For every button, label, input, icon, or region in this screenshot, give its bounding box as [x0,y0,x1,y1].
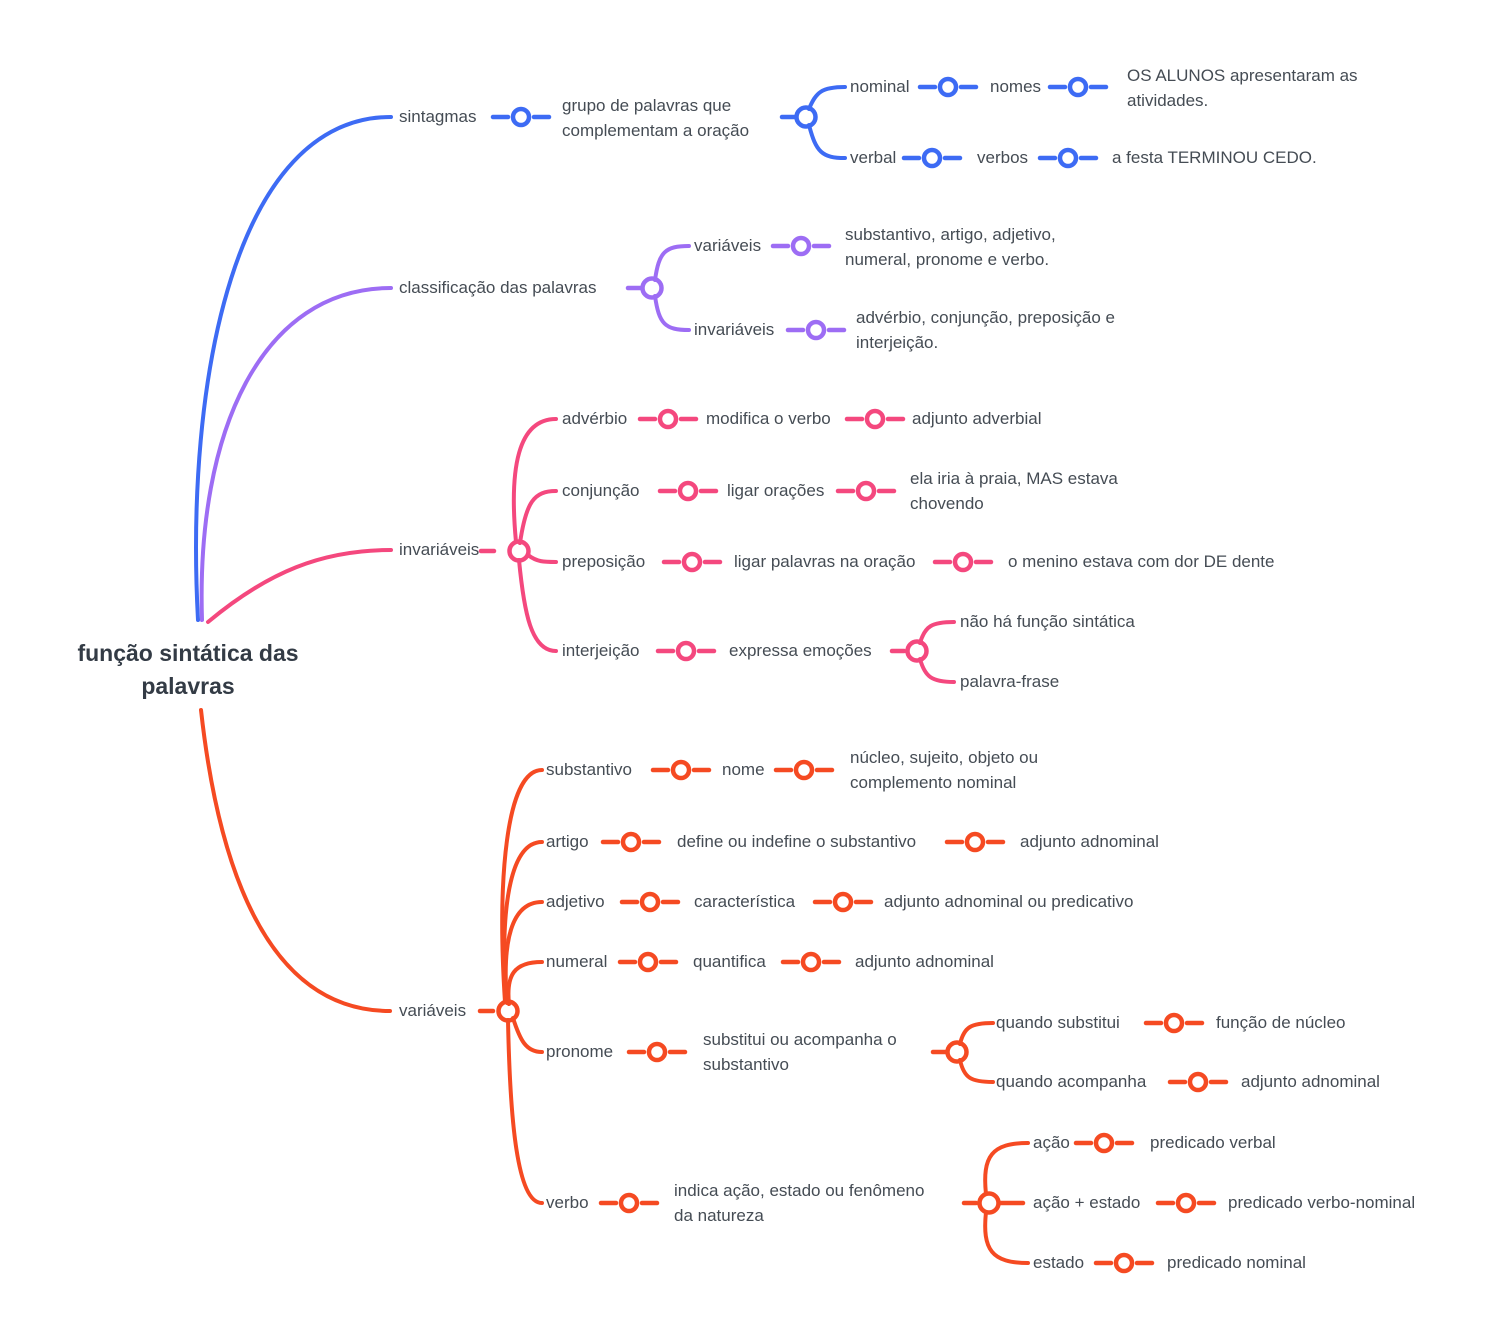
node-verbo[interactable]: verbo [546,1193,589,1212]
node-preposicao[interactable]: preposição [562,552,646,571]
node-conjuncao[interactable]: conjunção [562,481,640,500]
numeral-function[interactable]: quantifica [693,952,766,971]
node-sintagmas[interactable]: sintagmas [399,107,477,126]
node-quando-acompanha[interactable]: quando acompanha [996,1072,1147,1091]
artigo-role[interactable]: adjunto adnominal [1020,832,1159,851]
interjeicao-note-1[interactable]: não há função sintática [960,612,1135,631]
node-interjeicao[interactable]: interjeição [562,641,640,660]
node-adverbio[interactable]: advérbio [562,409,628,428]
node-acao-estado[interactable]: ação + estado [1033,1193,1141,1212]
node-estado[interactable]: estado [1033,1253,1085,1272]
node-classificacao-variaveis[interactable]: variáveis [694,236,762,255]
node-nominal[interactable]: nominal [850,77,910,96]
estado-role[interactable]: predicado nominal [1167,1253,1306,1272]
nominal-example[interactable]: OS ALUNOS apresentaram as atividades. [1127,66,1358,110]
node-quando-substitui[interactable]: quando substitui [996,1013,1120,1032]
classificacao-invariaveis-list[interactable]: advérbio, conjunção, preposição e interj… [856,308,1115,352]
sintagmas-definition[interactable]: grupo de palavras que complementam a ora… [562,96,750,140]
node-variaveis[interactable]: variáveis [399,1001,467,1020]
preposicao-function[interactable]: ligar palavras na oração [734,552,916,571]
verbal-meaning[interactable]: verbos [977,148,1029,167]
variaveis-wires [199,708,1229,1274]
conjuncao-example[interactable]: ela iria à praia, MAS estava chovendo [910,469,1118,513]
verbo-function[interactable]: indica ação, estado ou fenômeno da natur… [674,1181,925,1225]
adverbio-function[interactable]: modifica o verbo [706,409,831,428]
artigo-function[interactable]: define ou indefine o substantivo [677,832,917,851]
node-adjetivo[interactable]: adjetivo [546,892,605,911]
substantivo-role[interactable]: núcleo, sujeito, objeto ou complemento n… [850,748,1039,792]
node-numeral[interactable]: numeral [546,952,608,971]
classificacao-wires [199,235,847,622]
preposicao-example[interactable]: o menino estava com dor DE dente [1008,552,1275,571]
quando-substitui-role[interactable]: função de núcleo [1216,1013,1346,1032]
root-node[interactable]: função sintática das palavras [77,640,299,699]
sintagmas-wires [194,76,1109,622]
classificacao-variaveis-list[interactable]: substantivo, artigo, adjetivo, numeral, … [845,225,1056,269]
interjeicao-note-2[interactable]: palavra-frase [960,672,1060,691]
adjetivo-role[interactable]: adjunto adnominal ou predicativo [884,892,1134,911]
adverbio-role[interactable]: adjunto adverbial [912,409,1042,428]
node-substantivo[interactable]: substantivo [546,760,632,779]
node-verbal[interactable]: verbal [850,148,897,167]
conjuncao-function[interactable]: ligar orações [727,481,825,500]
interjeicao-function[interactable]: expressa emoções [729,641,872,660]
node-classificacao-invariaveis[interactable]: invariáveis [694,320,775,339]
numeral-role[interactable]: adjunto adnominal [855,952,994,971]
adjetivo-function[interactable]: característica [694,892,796,911]
nominal-meaning[interactable]: nomes [990,77,1042,96]
node-acao[interactable]: ação [1033,1133,1070,1152]
acao-role[interactable]: predicado verbal [1150,1133,1276,1152]
acao-estado-role[interactable]: predicado verbo-nominal [1228,1193,1416,1212]
node-artigo[interactable]: artigo [546,832,589,851]
substantivo-function[interactable]: nome [722,760,765,779]
node-classificacao[interactable]: classificação das palavras [399,278,597,297]
node-invariaveis[interactable]: invariáveis [399,540,480,559]
invariaveis-wires [206,408,994,684]
pronome-function[interactable]: substitui ou acompanha o substantivo [703,1030,897,1074]
quando-acompanha-role[interactable]: adjunto adnominal [1241,1072,1380,1091]
node-pronome[interactable]: pronome [546,1042,614,1061]
verbal-example[interactable]: a festa TERMINOU CEDO. [1112,148,1317,167]
